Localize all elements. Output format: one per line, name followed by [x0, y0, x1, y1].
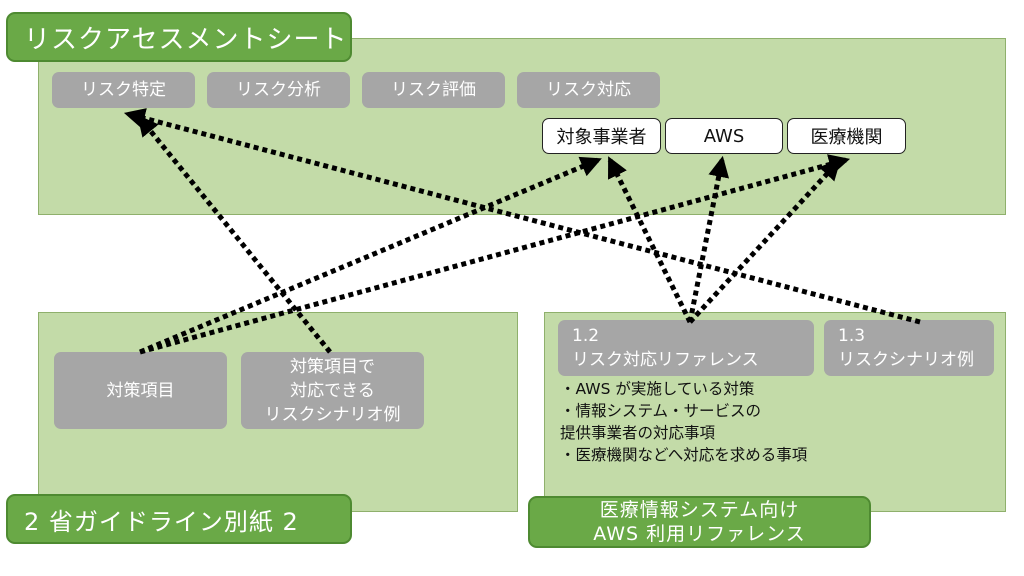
aws-reference-title: 医療情報システム向け AWS 利用リファレンス	[528, 496, 871, 548]
step-risk-analysis[interactable]: リスク分析	[207, 72, 350, 108]
risk-scenarios-box[interactable]: 1.3 リスクシナリオ例	[824, 320, 994, 376]
measure-scenarios-line-1: 対策項目で	[290, 356, 375, 377]
risk-scenarios-number: 1.3	[838, 326, 866, 346]
party-label: 対象事業者	[556, 127, 647, 148]
risk-assessment-title: リスクアセスメントシート	[6, 12, 352, 62]
note-line: ・情報システム・サービスの	[560, 402, 762, 420]
party-aws[interactable]: AWS	[665, 118, 783, 154]
note-line: ・医療機関などへ対応を求める事項	[560, 446, 808, 464]
note-line: ・AWS が実施している対策	[560, 380, 755, 398]
response-reference-box[interactable]: 1.2 リスク対応リファレンス	[558, 320, 814, 376]
measure-scenarios-line-2: 対応できる	[290, 380, 375, 401]
step-risk-evaluation[interactable]: リスク評価	[362, 72, 505, 108]
measure-scenarios-line-3: リスクシナリオ例	[264, 404, 401, 425]
note-line: 提供事業者の対応事項	[560, 424, 716, 442]
party-label: 医療機関	[810, 127, 883, 148]
step-label: リスク対応	[546, 80, 631, 100]
response-reference-label: リスク対応リファレンス	[572, 350, 759, 370]
step-risk-response[interactable]: リスク対応	[517, 72, 660, 108]
measure-items-box[interactable]: 対策項目	[54, 352, 227, 429]
step-label: リスク分析	[236, 80, 321, 100]
step-label: リスク評価	[391, 80, 476, 100]
guideline-title: 2 省ガイドライン別紙 2	[6, 494, 352, 544]
step-label: リスク特定	[81, 80, 166, 100]
risk-assessment-title-text: リスクアセスメントシート	[24, 24, 348, 55]
risk-scenarios-label: リスクシナリオ例	[838, 350, 974, 370]
aws-reference-title-line-1: 医療情報システム向け	[599, 499, 800, 521]
measure-items-label: 対策項目	[106, 380, 175, 401]
party-medical-institution[interactable]: 医療機関	[787, 118, 906, 154]
aws-reference-title-line-2: AWS 利用リファレンス	[593, 523, 806, 545]
response-reference-number: 1.2	[572, 326, 600, 346]
step-risk-identification[interactable]: リスク特定	[52, 72, 195, 108]
party-label: AWS	[703, 125, 745, 147]
measure-scenarios-box[interactable]: 対策項目で 対応できる リスクシナリオ例	[241, 352, 424, 429]
reference-notes: ・AWS が実施している対策 ・情報システム・サービスの 提供事業者の対応事項 …	[560, 378, 870, 466]
party-target-operator[interactable]: 対象事業者	[542, 118, 661, 154]
guideline-title-text: 2 省ガイドライン別紙 2	[24, 507, 299, 536]
